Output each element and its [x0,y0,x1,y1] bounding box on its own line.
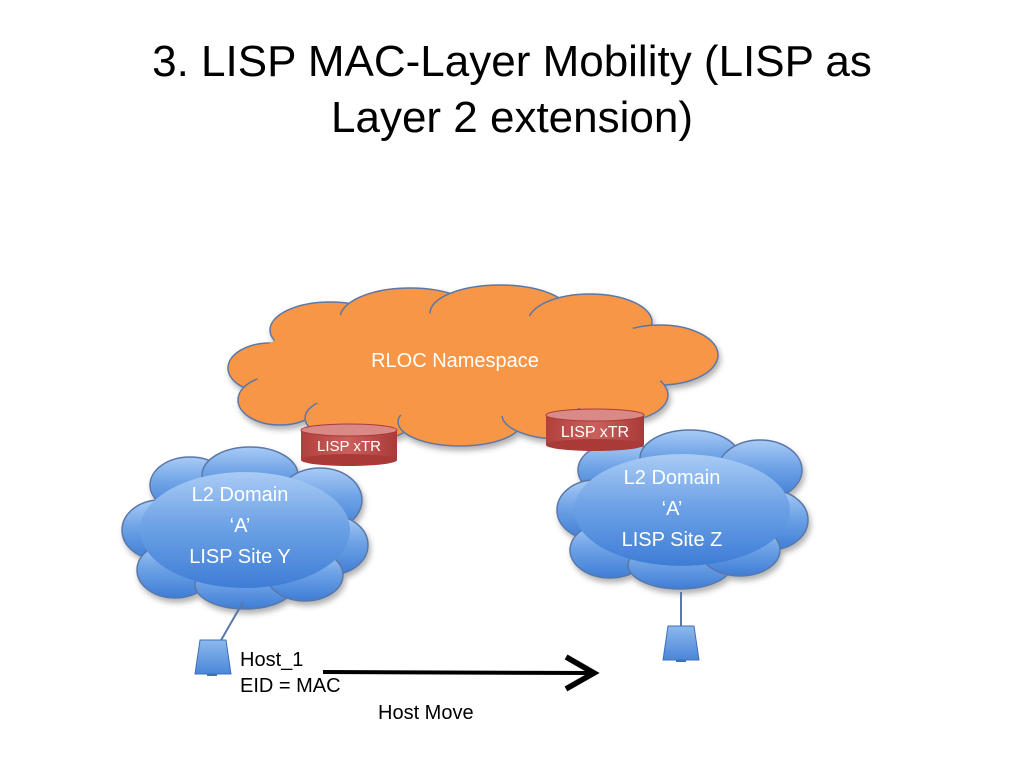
site-y-line-1: L2 Domain [191,484,289,506]
lisp-site-z-label: L2 Domain ‘A’ LISP Site Z [592,463,752,556]
host-label: Host_1 EID = MAC [240,647,341,699]
host-name: Host_1 [240,649,304,671]
host-icon-left [194,639,232,676]
slide-title: 3. LISP MAC-Layer Mobility (LISP as Laye… [0,34,1024,146]
lisp-site-y-label: L2 Domain ‘A’ LISP Site Y [160,480,320,573]
host-move-label: Host Move [378,702,474,724]
lisp-xtr-right-router [545,408,645,451]
site-z-line-2: ‘A’ [661,498,683,520]
rloc-namespace-label: RLOC Namespace [371,350,539,372]
slide-title-line-1: 3. LISP MAC-Layer Mobility (LISP as [152,37,872,86]
lisp-xtr-left-label: LISP xTR [317,438,381,455]
host-eid: EID = MAC [240,675,341,697]
site-z-line-1: L2 Domain [623,467,721,489]
lisp-xtr-right-label: LISP xTR [560,424,630,441]
site-y-line-3: LISP Site Y [189,546,291,568]
host-icon-right [662,625,700,662]
lisp-site-y-cloud [121,446,369,610]
host-move-arrow [322,654,600,692]
rloc-namespace-cloud [227,284,719,447]
site-z-line-3: LISP Site Z [621,529,723,551]
lisp-xtr-left-router [300,423,398,466]
lisp-site-z-cloud [556,429,809,590]
slide-title-line-2: Layer 2 extension) [331,93,693,142]
site-y-line-2: ‘A’ [229,515,251,537]
host-link-left [219,601,244,643]
